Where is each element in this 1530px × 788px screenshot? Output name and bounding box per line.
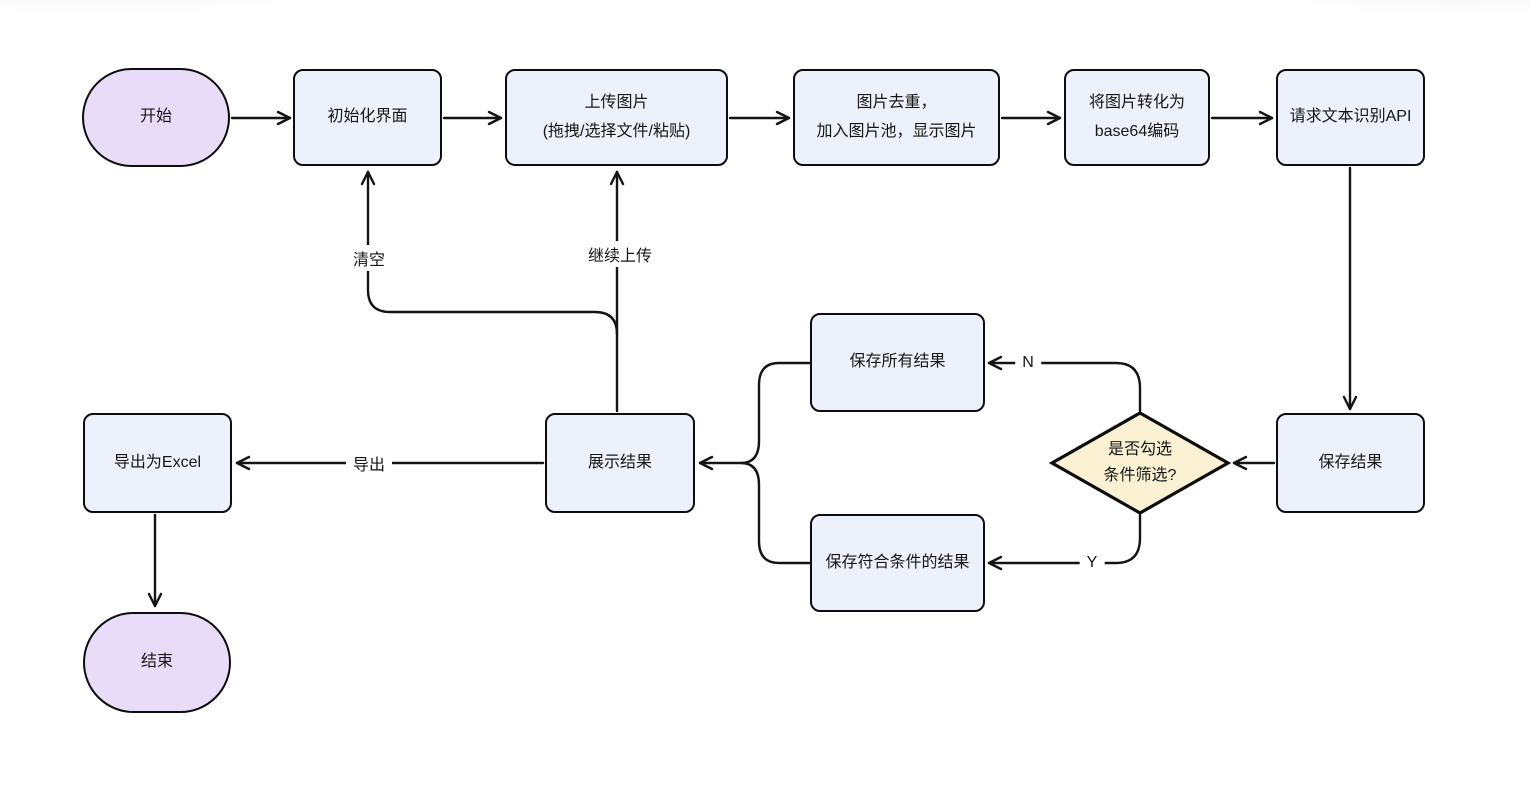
node-export-excel: 导出为Excel (83, 413, 232, 513)
node-save: 保存结果 (1276, 413, 1425, 513)
decision-label: 是否勾选 条件筛选? (1103, 440, 1177, 484)
node-api: 请求文本识别API (1276, 69, 1425, 166)
edge-decision-save-cond (987, 513, 1142, 571)
edge-label-export: 导出 (345, 450, 393, 476)
edge-label-clear: 清空 (345, 245, 393, 271)
brace-merge (739, 361, 812, 565)
node-init: 初始化界面 (293, 69, 442, 166)
node-start: 开始 (82, 68, 230, 167)
edge-label-continue-upload: 继续上传 (580, 241, 660, 267)
node-dedup: 图片去重， 加入图片池，显示图片 (793, 69, 1000, 166)
edge-display-init (360, 170, 619, 336)
edge-label-yes: Y (1079, 553, 1105, 573)
node-save-all: 保存所有结果 (810, 313, 985, 412)
node-base64: 将图片转化为 base64编码 (1064, 69, 1210, 166)
node-upload: 上传图片 (拖拽/选择文件/粘贴) (505, 69, 728, 166)
node-decision: 是否勾选 条件筛选? (1048, 409, 1232, 517)
decision-shape (1048, 411, 1232, 515)
node-display: 展示结果 (545, 413, 695, 513)
node-save-cond: 保存符合条件的结果 (810, 514, 985, 612)
edge-decision-save-all (987, 355, 1142, 413)
edge-label-no: N (1015, 353, 1041, 373)
node-end: 结束 (83, 612, 231, 713)
